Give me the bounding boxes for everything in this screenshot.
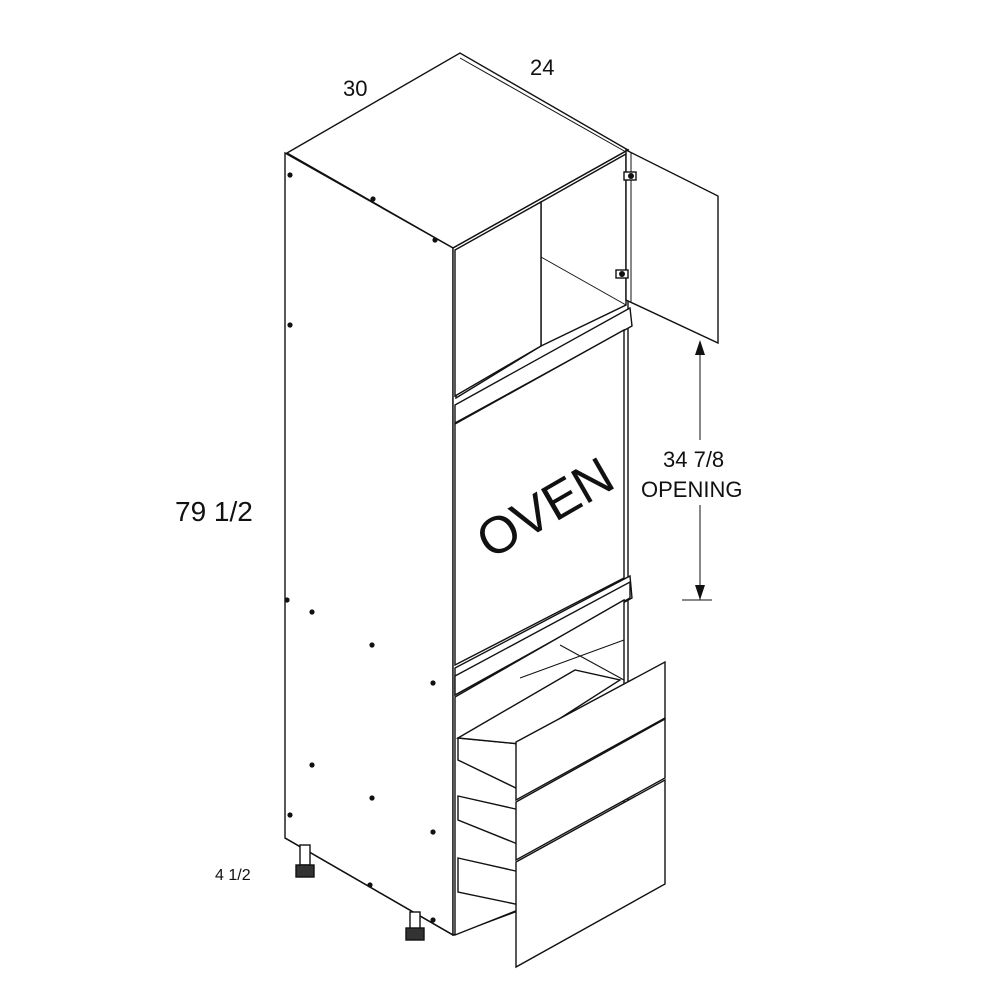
depth-dimension-label: 30 <box>343 76 367 101</box>
upper-rail <box>454 306 633 425</box>
left-side-panel <box>284 151 454 937</box>
hinge-icon <box>623 171 637 181</box>
opening-dimension-value: 34 7/8 <box>663 447 724 472</box>
leveling-leg-icon <box>405 911 425 941</box>
opening-dimension-arrow <box>682 340 712 601</box>
hinge-icon <box>615 269 629 279</box>
upper-shelf-line <box>540 256 627 306</box>
width-dimension-label: 24 <box>530 55 554 80</box>
lower-oven-rail-front <box>454 580 631 697</box>
toe-kick-dimension-label: 4 1/2 <box>215 867 251 884</box>
drawer-2-front[interactable] <box>515 717 666 862</box>
leveling-leg-icon <box>295 844 315 878</box>
opening-dimension-text: OPENING <box>641 477 742 502</box>
height-dimension-label: 79 1/2 <box>175 496 253 527</box>
shelf-pin-holes <box>284 172 438 923</box>
upper-door-closed-panel <box>454 200 542 398</box>
upper-open-door <box>625 148 719 345</box>
drawer-1-front[interactable] <box>515 660 666 802</box>
drawer-1-box-front <box>455 669 622 745</box>
top-back-edge <box>459 57 627 153</box>
oven-opening <box>454 328 625 667</box>
drawer-opening-side <box>559 644 625 681</box>
drawer-3-front[interactable] <box>515 778 666 969</box>
drawer-opening-floor <box>519 639 625 679</box>
